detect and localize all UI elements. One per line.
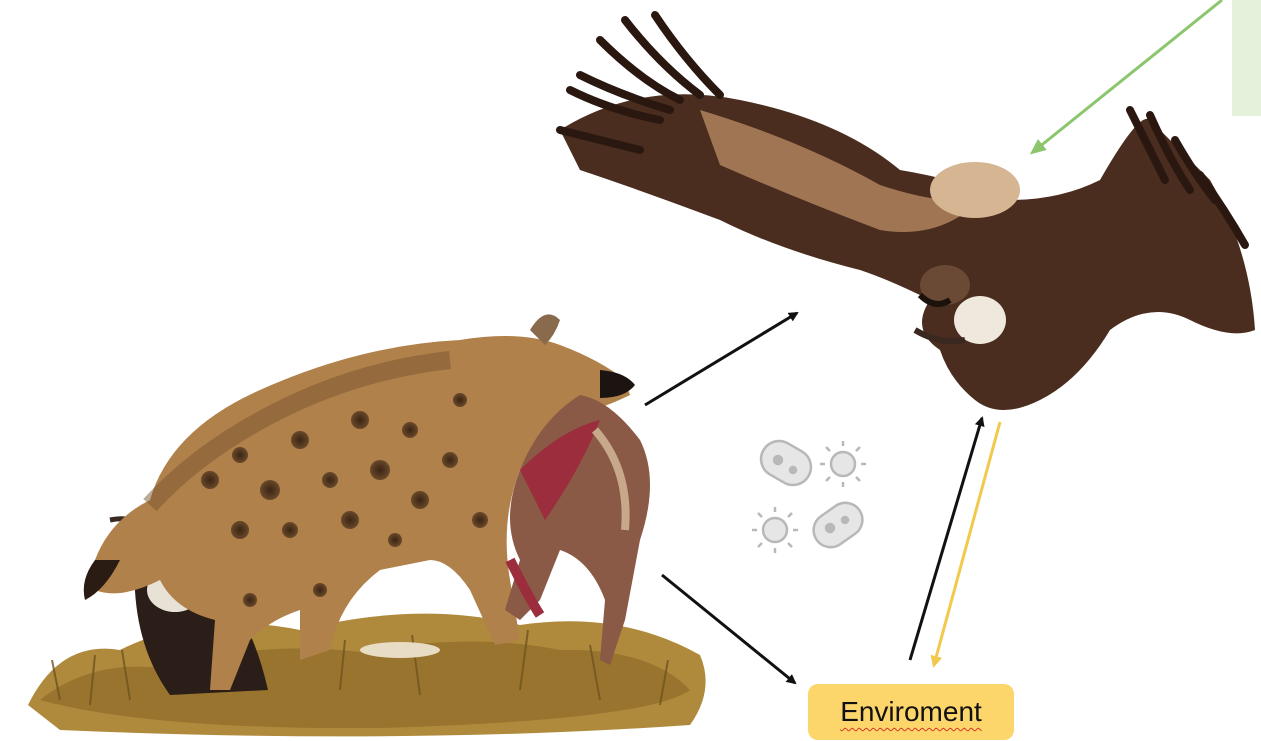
- bacteria-icon: [807, 496, 869, 554]
- arrow-hyena-to-vulture: [645, 313, 797, 405]
- note-box: [1232, 0, 1261, 116]
- virus-icon: [752, 507, 798, 553]
- environment-label: Enviroment: [840, 696, 982, 728]
- microbes-group: [752, 434, 869, 553]
- bacteria-icon: [754, 434, 817, 491]
- bone-shape: [360, 642, 440, 658]
- arrow-into-vulture-green: [1033, 0, 1222, 152]
- environment-box: Enviroment: [808, 684, 1014, 740]
- virus-icon: [820, 441, 866, 487]
- vulture-illustration: [560, 15, 1255, 410]
